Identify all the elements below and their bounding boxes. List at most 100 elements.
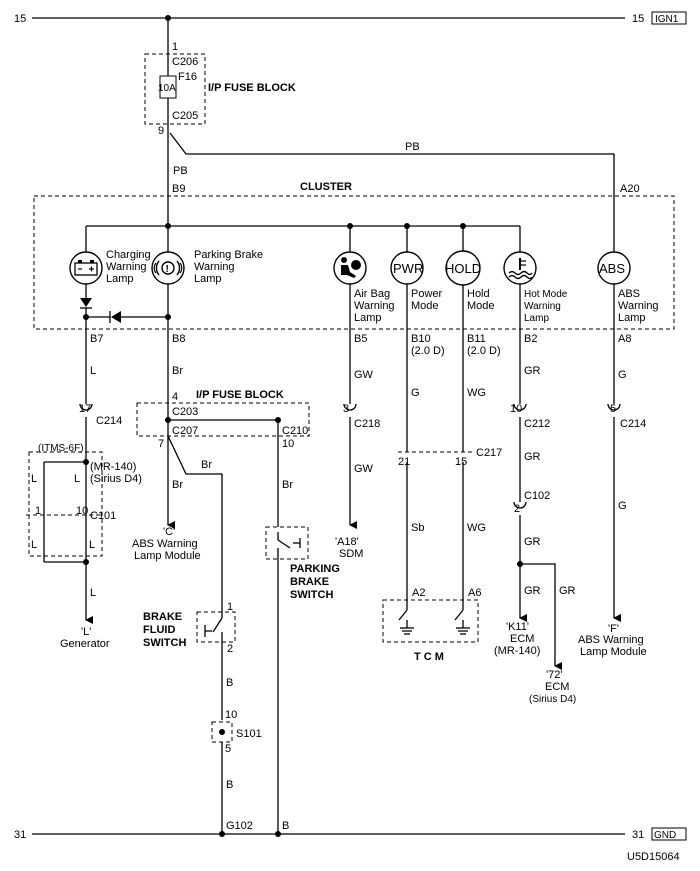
ipfb-pin7: 7 <box>158 438 164 450</box>
power-lamp-label-2: Mode <box>411 300 439 312</box>
hot-mode-warning-lamp: Hot Mode Warning Lamp <box>503 251 568 324</box>
pin-b8: B8 <box>172 333 185 345</box>
wire-wg2: WG <box>467 522 486 534</box>
wire-l6: L <box>90 587 96 599</box>
parking-brake-warning-lamp: ! Parking Brake Warning Lamp <box>151 249 263 285</box>
wire-gw2: GW <box>354 463 374 475</box>
fuse-conn-bottom: C205 <box>172 110 198 122</box>
hotmode-lamp-label-2: Warning <box>524 301 561 312</box>
fuse-f16: 1 C206 F16 10A I/P FUSE BLOCK C205 9 <box>144 18 296 186</box>
wire-gr4: GR <box>524 585 541 597</box>
c212-pin: 10 <box>510 403 522 415</box>
abs-lamp-label-1: ABS <box>618 288 640 300</box>
cluster: CLUSTER B9 A20 Charging War <box>33 181 675 357</box>
c214-left-pin: 17 <box>79 403 91 415</box>
charging-warning-lamp: Charging Warning Lamp <box>69 249 151 285</box>
ign1-tag: IGN1 <box>655 14 679 25</box>
abs-module-f-line1: ABS Warning <box>578 634 644 646</box>
ground-b-label: B <box>282 820 289 832</box>
pwr-icon: PWR <box>393 261 423 276</box>
wire-gr3: GR <box>524 536 541 548</box>
c214-right-pin: 5 <box>610 403 616 415</box>
mr140-label: (MR-140) <box>90 461 136 473</box>
hold-icon: HOLD <box>445 261 481 276</box>
wire-br4: Br <box>282 479 293 491</box>
c210-label: C210 <box>282 425 308 437</box>
fuse-pin-top: 1 <box>172 41 178 53</box>
wire-g3: G <box>618 500 627 512</box>
s101-label: S101 <box>236 728 262 740</box>
c102-label: C102 <box>524 490 550 502</box>
c218-label: C218 <box>354 418 380 430</box>
s101-pin5: 5 <box>225 743 231 755</box>
bf-pin1: 1 <box>227 601 233 613</box>
wire-g1: G <box>411 387 420 399</box>
wire-b2: B <box>226 779 233 791</box>
rail-top-right-label: 15 <box>632 13 644 25</box>
airbag-lamp-label-1: Air Bag <box>354 288 390 300</box>
battery-icon <box>74 260 98 276</box>
ecm-k11-ref: 'K11' <box>506 621 529 633</box>
parking-brake-switch: PARKING BRAKE SWITCH <box>265 526 340 834</box>
ecm-72-line2: (Sirius D4) <box>529 694 576 705</box>
abs-branch: G 5 C214 G 'F' ABS Warning Lamp Module <box>578 330 647 658</box>
tcm-label: T C M <box>414 651 444 663</box>
airbag-icon <box>341 257 361 278</box>
pin-b11-note: (2.0 D) <box>467 345 501 357</box>
c102-pin: 2 <box>514 503 520 515</box>
hotmode-lamp-label-1: Hot Mode <box>524 289 568 300</box>
c217-pin21: 21 <box>398 456 410 468</box>
g102-label: G102 <box>226 820 253 832</box>
wire-l1: L <box>90 365 96 377</box>
pin-b5: B5 <box>354 333 367 345</box>
fuse-pin-bottom: 9 <box>158 125 164 137</box>
pin-b10: B10 <box>411 333 431 345</box>
cluster-pin-b9: B9 <box>172 183 185 195</box>
c212-label: C212 <box>524 418 550 430</box>
pin-b7: B7 <box>90 333 103 345</box>
wire-g2: G <box>618 369 627 381</box>
sdm-ref: 'A18' <box>335 536 359 548</box>
bf-switch-label-3: SWITCH <box>143 637 186 649</box>
c101-label: C101 <box>90 510 116 522</box>
hold-mode-lamp: HOLD Hold Mode <box>445 250 495 312</box>
charging-diodes <box>80 284 171 323</box>
bf-switch-label-2: FLUID <box>143 624 175 636</box>
c214-left: C214 <box>96 415 122 427</box>
ecm-k11-line1: ECM <box>510 633 534 645</box>
wire-br1: Br <box>172 365 183 377</box>
airbag-lamp-label-2: Warning <box>354 300 395 312</box>
cluster-pin-a20: A20 <box>620 183 640 195</box>
abs-module-ref-f: 'F' <box>608 623 619 635</box>
parking-lamp-label-2: Warning <box>194 261 235 273</box>
hold-lamp-label-2: Mode <box>467 300 495 312</box>
itms-label: (ITMS-6F) <box>38 443 84 454</box>
parking-lamp-label-1: Parking Brake <box>194 249 263 261</box>
ecm-branch: GR 10 C212 GR C102 2 GR GR GR 'K11' ECM … <box>494 330 576 705</box>
ipfb-pin10: 10 <box>282 438 294 450</box>
power-mode-lamp: PWR Power Mode <box>390 251 443 312</box>
rail-bottom-left-label: 31 <box>14 829 26 841</box>
pb-feed-wire: PB PB <box>169 132 615 252</box>
bf-switch-label-1: BRAKE <box>143 611 182 623</box>
ecm-72-line1: ECM <box>545 681 569 693</box>
brake-fluid-switch: 1 2 BRAKE FLUID SWITCH B <box>143 601 236 720</box>
charging-lamp-label-3: Lamp <box>106 273 134 285</box>
splice-s101: 10 S101 5 B <box>211 709 262 834</box>
ecm-72-ref: '72' <box>546 669 562 681</box>
abs-lamp-label-3: Lamp <box>618 312 646 324</box>
c101-pin-left: 1 <box>35 505 41 517</box>
rail-top-left-label: 15 <box>14 13 26 25</box>
fuse-id: F16 <box>178 71 197 83</box>
abs-warning-lamp: ABS ABS Warning Lamp <box>597 251 659 324</box>
coolant-temperature-icon <box>508 258 533 280</box>
c207-label: C207 <box>172 425 198 437</box>
ground-rail: 31 31 GND G102 B <box>14 820 687 841</box>
tcm-pin-a2: A2 <box>412 587 425 599</box>
parking-switch-label-1: PARKING <box>290 563 340 575</box>
abs-module-c-line2: Lamp Module <box>134 550 201 562</box>
pin-b11: B11 <box>467 333 486 345</box>
wire-br3: Br <box>201 459 212 471</box>
charging-lamp-label-1: Charging <box>106 249 151 261</box>
